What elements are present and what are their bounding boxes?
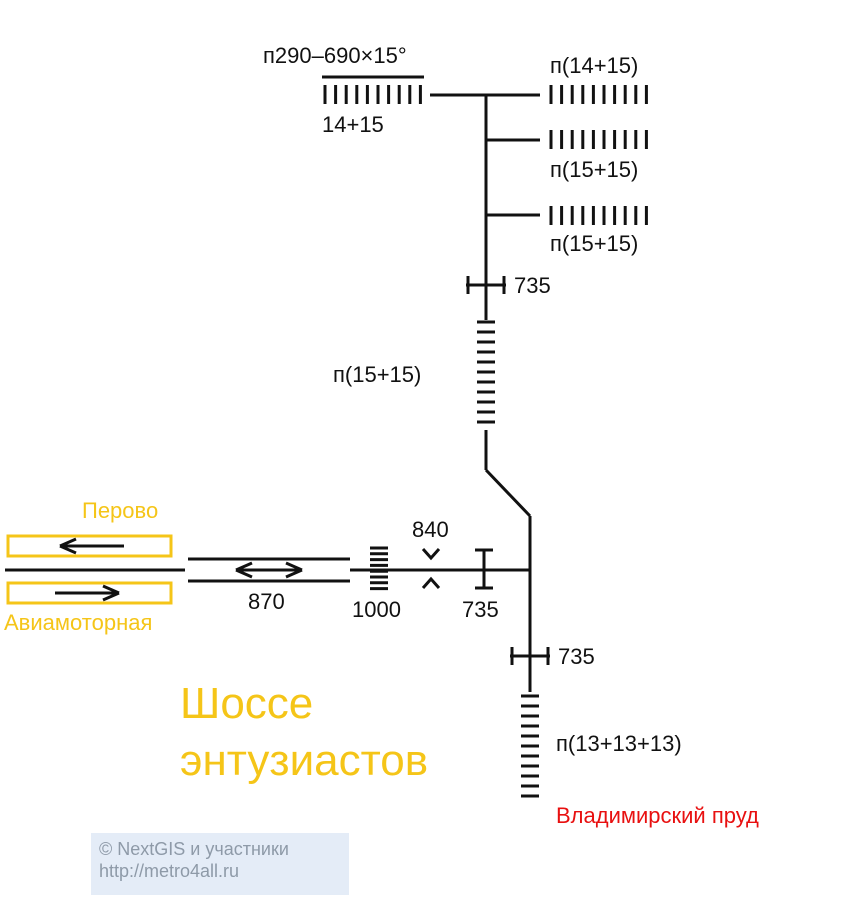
double-arrow-icon — [235, 561, 303, 579]
stairs-label-right-1: п(14+15) — [550, 53, 638, 78]
stairs-label-top-left: 14+15 — [322, 112, 384, 137]
narrowing-top-icon — [421, 548, 441, 561]
diagonal-passage — [484, 468, 532, 518]
width-label-870: 870 — [248, 589, 285, 614]
passage-lines — [5, 75, 540, 692]
escalator-label: п290–690×15° — [263, 43, 407, 68]
station-label-perovo: Перово — [82, 498, 158, 523]
width-markers — [421, 276, 550, 665]
width-label-735-horizontal: 735 — [462, 597, 499, 622]
narrowing-bottom-icon — [421, 576, 441, 589]
arrow-right-icon — [102, 584, 120, 602]
stairs-middle — [477, 320, 495, 424]
track-aviamotornaya — [6, 581, 173, 605]
stairs-label-right-3: п(15+15) — [550, 231, 638, 256]
stairs-top-left — [323, 85, 422, 104]
stairs-label-bottom: п(13+13+13) — [556, 731, 682, 756]
width-label-840: 840 — [412, 517, 449, 542]
attribution-box: © NextGIS и участники http://metro4all.r… — [91, 833, 349, 895]
arrow-left-icon — [59, 537, 77, 555]
width-label-735-lower: 735 — [558, 644, 595, 669]
width-label-upper: 735 — [514, 273, 551, 298]
stairs-right-1 — [549, 85, 648, 104]
station-title-line1: Шоссе — [180, 679, 313, 728]
station-label-aviamotornaya: Авиамоторная — [4, 610, 152, 635]
attribution-copyright: © NextGIS и участники — [99, 839, 289, 859]
track-perovo — [6, 534, 173, 558]
stairs-bottom — [521, 694, 539, 798]
station-title-line2: энтузиастов — [180, 736, 428, 785]
platform — [6, 534, 350, 605]
stairs-right-3 — [549, 206, 648, 225]
width-label-1000: 1000 — [352, 597, 401, 622]
exit-label: Владимирский пруд — [556, 803, 759, 828]
stairs-label-middle: п(15+15) — [333, 362, 421, 387]
stairs-label-right-2: п(15+15) — [550, 157, 638, 182]
attribution-url[interactable]: http://metro4all.ru — [99, 861, 240, 881]
stairs-right-2 — [549, 130, 648, 149]
stairs-1000 — [370, 546, 388, 591]
